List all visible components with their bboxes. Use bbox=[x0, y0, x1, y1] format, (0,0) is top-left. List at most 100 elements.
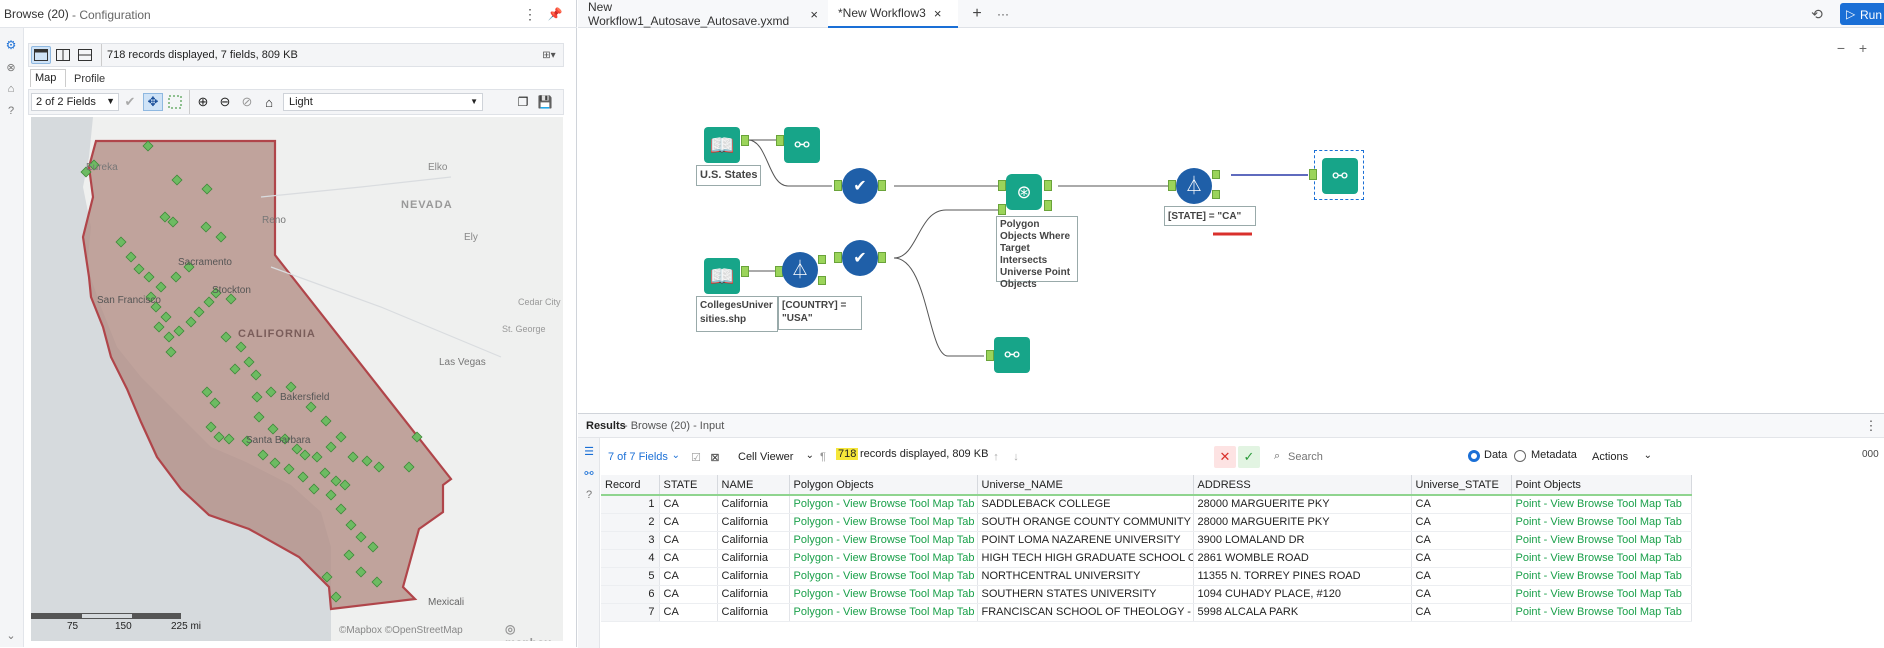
table-cell[interactable]: Polygon - View Browse Tool Map Tab bbox=[789, 603, 977, 621]
cell-viewer-button[interactable]: Cell Viewer ⌄ bbox=[734, 447, 818, 467]
binoculars-icon[interactable]: ⚯ bbox=[582, 466, 596, 480]
false-anchor[interactable] bbox=[818, 276, 826, 285]
table-cell[interactable]: Point - View Browse Tool Map Tab bbox=[1511, 549, 1691, 567]
layout-options-icon[interactable]: ⊞▾ bbox=[537, 47, 561, 63]
tab-workflow1[interactable]: New Workflow1_Autosave_Autosave.yxmd × bbox=[578, 0, 828, 28]
table-cell[interactable]: Polygon - View Browse Tool Map Tab bbox=[789, 531, 977, 549]
close-icon[interactable]: × bbox=[810, 7, 818, 22]
map-view[interactable]: NEVADA CALIFORNIA Eureka Elko Reno Ely S… bbox=[31, 117, 563, 641]
filter-tool-state[interactable]: ⏃ bbox=[1176, 168, 1212, 204]
table-cell[interactable]: Point - View Browse Tool Map Tab bbox=[1511, 603, 1691, 621]
add-tab-icon[interactable]: + bbox=[966, 4, 988, 24]
unmatch-anchor[interactable] bbox=[1044, 200, 1052, 211]
home-icon[interactable]: ⌂ bbox=[259, 93, 279, 111]
table-cell[interactable]: Point - View Browse Tool Map Tab bbox=[1511, 567, 1691, 585]
fields-button[interactable]: 7 of 7 Fields ⌄ bbox=[604, 447, 684, 467]
more-tabs-icon[interactable]: ··· bbox=[992, 4, 1014, 24]
column-header[interactable]: NAME bbox=[717, 475, 789, 495]
input-anchor[interactable] bbox=[1168, 180, 1176, 191]
tag-icon[interactable]: ⌂ bbox=[4, 82, 18, 96]
search-input[interactable] bbox=[1288, 448, 1458, 466]
output-anchor[interactable] bbox=[878, 180, 886, 191]
save-icon[interactable]: 💾 bbox=[535, 93, 555, 111]
browse-tool-2[interactable]: ⚯ bbox=[994, 337, 1030, 373]
input-anchor[interactable] bbox=[1309, 169, 1317, 180]
target-anchor[interactable] bbox=[998, 180, 1006, 191]
radio-data[interactable] bbox=[1468, 450, 1480, 462]
map-attribution[interactable]: ©Mapbox ©OpenStreetMap bbox=[339, 625, 463, 636]
collapse-icon[interactable]: ⌄ bbox=[4, 628, 18, 642]
true-anchor[interactable] bbox=[818, 255, 826, 264]
union-tool-1[interactable]: ✔ bbox=[842, 168, 878, 204]
input-anchor[interactable] bbox=[776, 135, 784, 146]
deselect-icon[interactable]: ⊠ bbox=[707, 449, 723, 465]
universe-anchor[interactable] bbox=[998, 204, 1006, 215]
tab-profile[interactable]: Profile bbox=[70, 71, 109, 87]
run-button[interactable]: ▷ Run bbox=[1840, 3, 1884, 25]
radio-metadata[interactable] bbox=[1514, 450, 1526, 462]
workflow-canvas[interactable]: − + 📖 U.S. States ⚯ ✔ 📖 CollegesUniversi… bbox=[578, 28, 1884, 413]
table-cell[interactable]: Point - View Browse Tool Map Tab bbox=[1511, 585, 1691, 603]
table-row[interactable]: 7CACaliforniaPolygon - View Browse Tool … bbox=[601, 603, 1691, 621]
column-header[interactable]: Universe_NAME bbox=[977, 475, 1193, 495]
table-row[interactable]: 4CACaliforniaPolygon - View Browse Tool … bbox=[601, 549, 1691, 567]
input-anchor[interactable] bbox=[986, 350, 994, 361]
column-header[interactable]: Polygon Objects bbox=[789, 475, 977, 495]
output-anchor[interactable] bbox=[878, 252, 886, 263]
union-tool-2[interactable]: ✔ bbox=[842, 240, 878, 276]
pan-icon[interactable]: ✥ bbox=[143, 93, 163, 111]
table-cell[interactable]: Polygon - View Browse Tool Map Tab bbox=[789, 585, 977, 603]
table-row[interactable]: 5CACaliforniaPolygon - View Browse Tool … bbox=[601, 567, 1691, 585]
apply-filter-button[interactable]: ✓ bbox=[1238, 446, 1260, 468]
table-cell[interactable]: Point - View Browse Tool Map Tab bbox=[1511, 531, 1691, 549]
gear-icon[interactable]: ⚙ bbox=[4, 38, 18, 52]
spatial-match-tool[interactable]: ⊛ bbox=[1006, 174, 1042, 210]
help-icon[interactable]: ? bbox=[4, 104, 18, 118]
clear-filter-button[interactable]: ✕ bbox=[1214, 446, 1236, 468]
column-header[interactable]: Universe_STATE bbox=[1411, 475, 1511, 495]
input-anchor[interactable] bbox=[834, 180, 842, 191]
tab-workflow3[interactable]: *New Workflow3 × bbox=[828, 0, 958, 28]
table-row[interactable]: 6CACaliforniaPolygon - View Browse Tool … bbox=[601, 585, 1691, 603]
paragraph-icon[interactable]: ¶ bbox=[816, 449, 830, 465]
table-cell[interactable]: Polygon - View Browse Tool Map Tab bbox=[789, 513, 977, 531]
input-data-tool-states[interactable]: 📖 bbox=[704, 127, 740, 163]
layout-horizontal-icon[interactable] bbox=[75, 46, 95, 64]
checkbox-icon[interactable]: ☑ bbox=[688, 449, 704, 465]
list-icon[interactable]: ☰ bbox=[582, 444, 596, 458]
close-icon[interactable]: × bbox=[934, 6, 942, 21]
more-options-icon[interactable]: ⋮ bbox=[1864, 418, 1878, 434]
false-anchor[interactable] bbox=[1212, 190, 1220, 199]
true-anchor[interactable] bbox=[1212, 170, 1220, 179]
table-row[interactable]: 2CACaliforniaPolygon - View Browse Tool … bbox=[601, 513, 1691, 531]
actions-button[interactable]: Actions ⌄ bbox=[1588, 447, 1654, 467]
column-header[interactable]: Point Objects bbox=[1511, 475, 1691, 495]
filter-tool-country[interactable]: ⏃ bbox=[782, 252, 818, 288]
table-cell[interactable]: Point - View Browse Tool Map Tab bbox=[1511, 495, 1691, 513]
browse-tool-3[interactable]: ⚯ bbox=[1322, 158, 1358, 194]
input-anchor[interactable] bbox=[834, 252, 842, 263]
fields-select[interactable]: 2 of 2 Fields ▼ bbox=[31, 93, 119, 111]
select-rectangle-icon[interactable] bbox=[165, 93, 185, 111]
layout-vertical-icon[interactable] bbox=[53, 46, 73, 64]
output-anchor[interactable] bbox=[741, 266, 749, 277]
history-icon[interactable]: ⟲ bbox=[1808, 5, 1826, 23]
arrow-up-icon[interactable]: ↑ bbox=[988, 449, 1004, 465]
browse-tool-selected[interactable]: ⚯ bbox=[1314, 150, 1364, 200]
zoom-in-icon[interactable]: ⊕ bbox=[193, 93, 213, 111]
match-anchor[interactable] bbox=[1044, 180, 1052, 191]
table-cell[interactable]: Point - View Browse Tool Map Tab bbox=[1511, 513, 1691, 531]
map-canvas[interactable] bbox=[31, 117, 563, 641]
column-header[interactable]: Record bbox=[601, 475, 659, 495]
table-cell[interactable]: Polygon - View Browse Tool Map Tab bbox=[789, 495, 977, 513]
layout-single-icon[interactable] bbox=[31, 46, 51, 64]
zoom-out-icon[interactable]: ⊖ bbox=[215, 93, 235, 111]
zoom-selection-icon[interactable]: ⊘ bbox=[237, 93, 257, 111]
table-row[interactable]: 1CACaliforniaPolygon - View Browse Tool … bbox=[601, 495, 1691, 513]
column-header[interactable]: ADDRESS bbox=[1193, 475, 1411, 495]
checkmark-icon[interactable]: ✔ bbox=[121, 94, 139, 110]
connection-icon[interactable]: ⊗ bbox=[4, 60, 18, 74]
more-options-icon[interactable]: ⋮ bbox=[523, 6, 537, 22]
input-data-tool-colleges[interactable]: 📖 bbox=[704, 258, 740, 294]
copy-icon[interactable]: ❐ bbox=[513, 93, 533, 111]
